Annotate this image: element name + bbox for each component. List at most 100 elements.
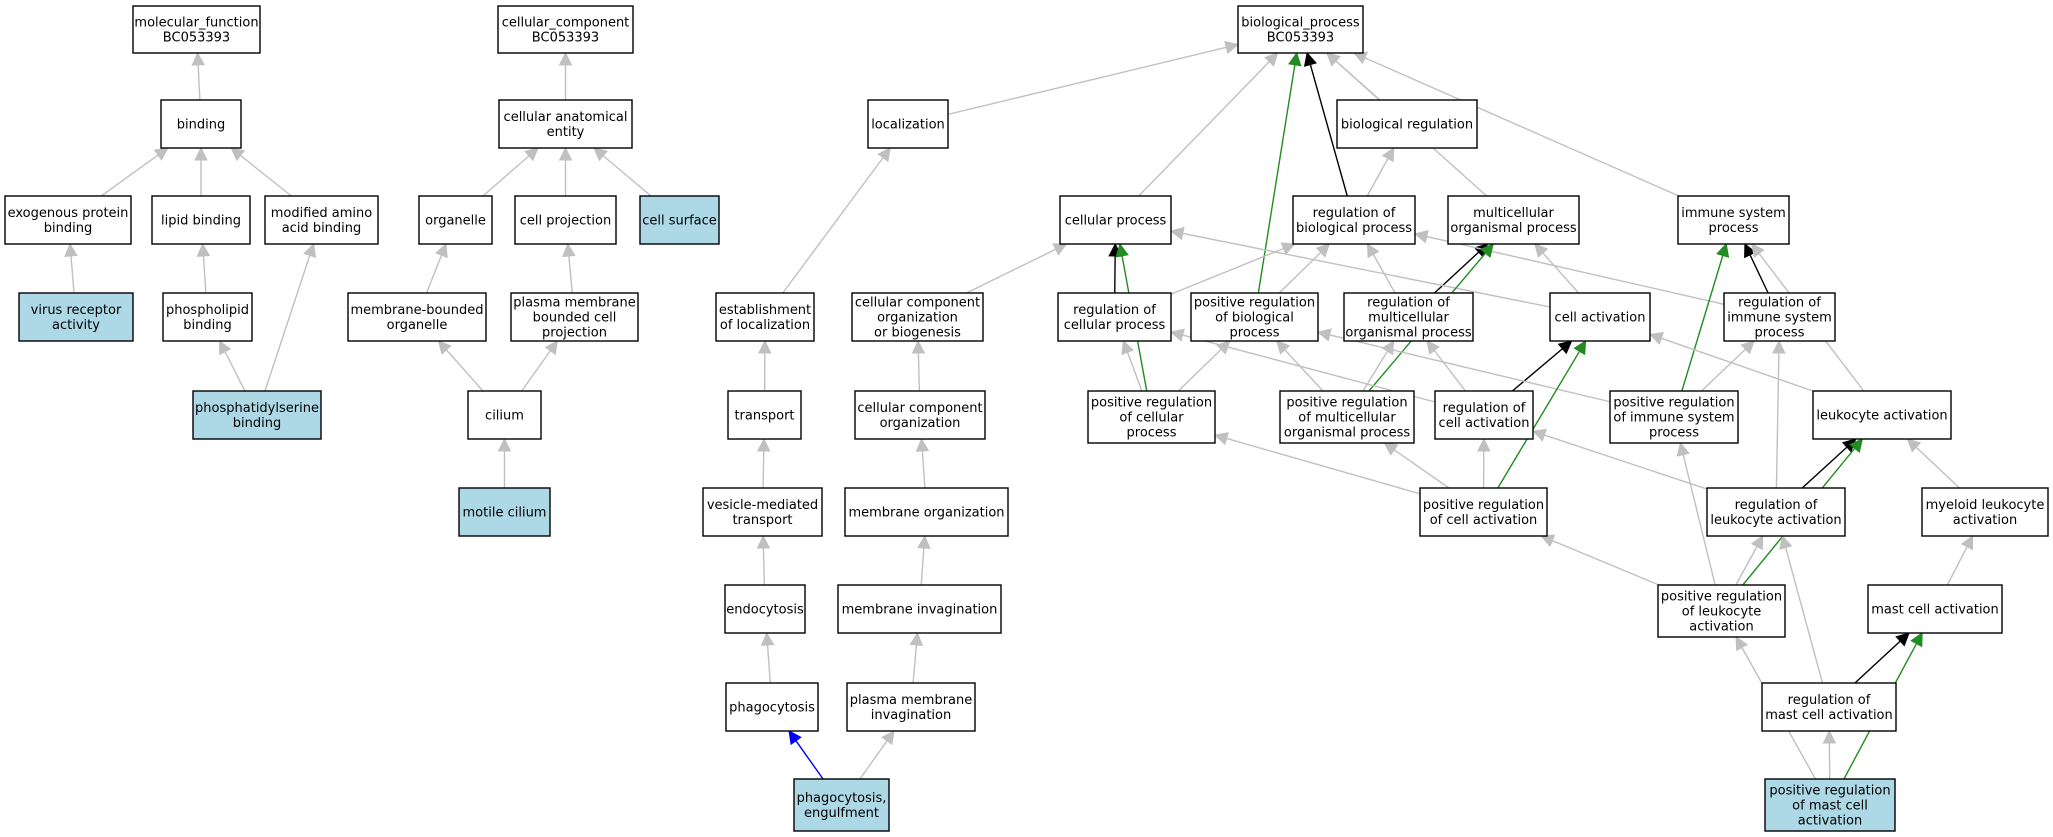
edge-posregmop-to-posregbp (1275, 340, 1324, 392)
edge-modaa-to-binding (230, 147, 292, 197)
node-box (724, 584, 806, 634)
node-cproj[interactable]: cell projection (514, 195, 617, 245)
node-label-line: mast cell activation (1765, 708, 1893, 723)
edge-regmca-to-mast (1854, 632, 1910, 684)
node-label-line: membrane organization (848, 506, 1004, 521)
node-box (793, 778, 890, 832)
edge-arrowhead (1573, 340, 1587, 356)
edge-arrowhead (1366, 243, 1380, 259)
node-box (497, 5, 634, 54)
edge-line (762, 450, 765, 489)
node-engulf[interactable]: phagocytosis,engulfment (793, 778, 890, 832)
node-phago[interactable]: phagocytosis (725, 682, 819, 732)
node-organelle[interactable]: organelle (418, 195, 493, 245)
node-loc[interactable]: localization (867, 99, 949, 149)
edge-arrowhead (558, 146, 573, 161)
edge-arrowhead (1716, 242, 1730, 258)
node-label-line: phosphatidylserine (195, 401, 319, 416)
node-label-line: myeloid leukocyte (1926, 498, 2045, 513)
node-box (837, 584, 1002, 634)
node-box (639, 195, 720, 245)
node-csurf[interactable]: cell surface (639, 195, 720, 245)
node-transport[interactable]: transport (727, 390, 802, 440)
node-label-line: positive regulation (1194, 296, 1315, 311)
node-cilium[interactable]: cilium (467, 390, 542, 440)
edge-arrowhead (593, 147, 608, 162)
node-endo[interactable]: endocytosis (724, 584, 806, 634)
node-label-line: organelle (387, 318, 448, 333)
node-label-line: cellular component (855, 296, 980, 311)
node-bioreg[interactable]: biological regulation (1336, 99, 1478, 149)
edge-line (782, 157, 884, 294)
edge-arrowhead (1750, 535, 1764, 551)
edge-line (445, 349, 484, 392)
edge-estloc-to-loc (782, 147, 891, 294)
node-motile[interactable]: motile cilium (458, 487, 551, 537)
node-label-line: cilium (485, 409, 524, 424)
node-cellproc[interactable]: cellular process (1059, 195, 1172, 245)
node-label-line: regulation of (1073, 303, 1156, 318)
node-box (854, 390, 986, 440)
edge-arrowhead (1316, 328, 1332, 342)
edge-memorg-to-cco (915, 437, 930, 489)
node-memorg[interactable]: membrane organization (844, 487, 1009, 537)
edge-arrowhead (194, 146, 208, 161)
node-label-line: organismal process (1450, 221, 1576, 236)
node-box (1057, 292, 1172, 342)
node-mast[interactable]: mast cell activation (1867, 584, 2003, 634)
node-box (1609, 390, 1739, 444)
edge-line (202, 255, 207, 294)
node-binding[interactable]: binding (160, 99, 242, 149)
edge-arrowhead (1381, 340, 1395, 356)
edge-organelle-to-cae (482, 147, 539, 197)
edge-posregisp-to-immune (1681, 242, 1730, 392)
node-cellact[interactable]: cell activation (1549, 292, 1651, 342)
edge-posregca-to-cellact (1497, 340, 1587, 489)
node-label-line: immune system (1727, 311, 1832, 326)
edge-line (1661, 337, 1814, 392)
edge-line (1544, 434, 1708, 490)
node-label-line: plasma membrane (850, 693, 973, 708)
edge-binding-to-mf (191, 51, 206, 101)
edge-line (912, 644, 918, 684)
node-leuk[interactable]: leukocyte activation (1812, 390, 1952, 440)
node-lipid[interactable]: lipid binding (151, 195, 251, 245)
edge-arrowhead (1895, 632, 1910, 647)
edge-arrowhead (303, 242, 317, 259)
node-label-line: immune system (1681, 206, 1786, 221)
node-meminv[interactable]: membrane invagination (837, 584, 1002, 634)
